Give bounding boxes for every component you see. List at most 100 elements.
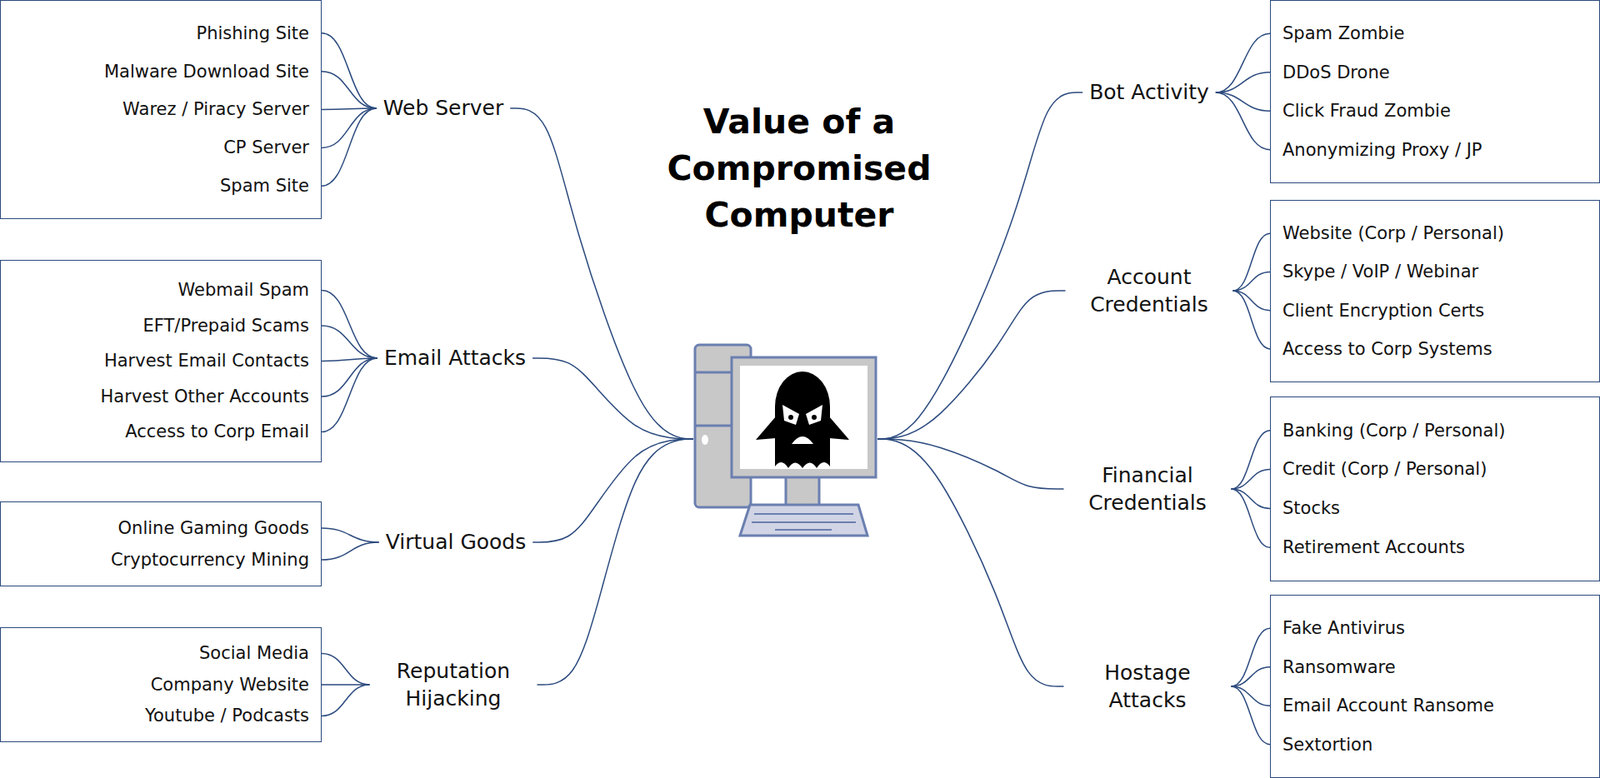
tower-line <box>695 371 732 375</box>
ghost-pupil <box>811 415 817 420</box>
bracket-line <box>1231 430 1271 490</box>
bracket-line <box>1215 33 1270 93</box>
list-item: Access to Corp Email <box>125 420 310 443</box>
bracket-line <box>1233 233 1271 291</box>
category-heading: Hostage Attacks <box>1070 660 1225 715</box>
bracket-line <box>1231 686 1271 706</box>
list-item: Client Encryption Certs <box>1282 300 1485 322</box>
bracket-line <box>1231 489 1271 548</box>
list-item: Spam Site <box>220 175 310 197</box>
list-box: Webmail SpamEFT/Prepaid ScamsHarvest Ema… <box>0 260 322 463</box>
list-item: Youtube / Podcasts <box>145 705 310 727</box>
category-heading: Account Credentials <box>1072 264 1227 319</box>
bracket-line <box>1231 667 1271 687</box>
list-item: Webmail Spam <box>178 279 310 301</box>
bracket-line <box>1215 72 1270 93</box>
leader-curve <box>877 439 1065 490</box>
list-box: Social MediaCompany WebsiteYoutube / Pod… <box>0 627 322 743</box>
list-item: Phishing Site <box>195 22 310 45</box>
category-heading: Reputation Hijacking <box>376 658 531 713</box>
list-item: Anonymizing Proxy / JP <box>1282 139 1483 161</box>
list-item: Retirement Accounts <box>1282 536 1465 559</box>
list-box: Banking (Corp / Personal) Credit (Corp / … <box>1270 396 1600 582</box>
leader-curve <box>877 290 1066 440</box>
ghost-mouth <box>791 436 814 445</box>
list-item: Cryptocurrency Mining <box>110 549 310 571</box>
bracket-line <box>1231 489 1271 509</box>
list-item: Harvest Email Contacts <box>104 350 310 372</box>
leader-curve <box>532 358 694 440</box>
bracket-line <box>321 685 370 717</box>
category-heading: Financial Credentials <box>1070 462 1225 517</box>
bracket-line <box>321 290 378 359</box>
list-item: Online Gaming Goods <box>118 517 310 540</box>
list-item: Company Website <box>150 674 310 696</box>
bracket-line <box>321 358 378 433</box>
bracket-line <box>321 33 377 109</box>
tower-line <box>695 425 732 428</box>
diagram-title: Value of a Compromised Computer <box>640 98 958 239</box>
ghost-eye <box>805 405 823 425</box>
bracket-line <box>321 528 380 543</box>
list-item: Skype / VoIP / Webinar <box>1282 260 1479 283</box>
bracket-line <box>1233 290 1271 350</box>
list-item: Access to Corp Systems <box>1282 338 1493 360</box>
leader-curve <box>510 108 694 440</box>
keyboard <box>740 505 868 536</box>
bracket-line <box>1231 470 1271 490</box>
bracket-line <box>321 325 378 359</box>
list-item: Harvest Other Accounts <box>100 385 310 408</box>
list-box: Online Gaming GoodsCryptocurrency Mining… <box>0 501 322 587</box>
bracket-line <box>1231 686 1271 745</box>
ghost-arm <box>829 416 850 440</box>
computer-illustration <box>695 345 876 536</box>
list-item: Stocks <box>1282 497 1340 520</box>
monitor <box>731 357 876 478</box>
ghost <box>775 371 830 469</box>
bracket-line <box>321 684 370 686</box>
list-item: Credit (Corp / Personal) <box>1282 458 1487 480</box>
bracket-line <box>321 653 370 685</box>
list-item: Spam Zombie <box>1282 22 1405 45</box>
list-box: Spam ZombieDDoS DroneClick Fraud ZombieA… <box>1270 0 1600 184</box>
bracket-line <box>1231 628 1271 687</box>
keyboard-line <box>775 529 832 531</box>
tower-light <box>701 435 709 445</box>
list-item: Sextortion <box>1282 734 1373 756</box>
list-item: Click Fraud Zombie <box>1282 100 1451 122</box>
category-heading: Email Attacks <box>384 345 526 373</box>
list-item: Website (Corp / Personal) <box>1282 222 1505 245</box>
list-item: Fake Antivirus <box>1282 617 1405 640</box>
bracket-line <box>1215 92 1270 111</box>
list-item: EFT/Prepaid Scams <box>143 315 310 337</box>
leader-curve <box>537 439 695 685</box>
bracket-line <box>321 542 380 560</box>
list-item: Malware Download Site <box>104 60 310 83</box>
list-box: Phishing SiteMalware Download SiteWarez … <box>0 0 322 220</box>
wires <box>321 33 1270 745</box>
screen <box>740 365 868 470</box>
bracket-line <box>321 108 377 148</box>
category-heading: Web Server <box>383 95 504 123</box>
leader-curve <box>877 92 1083 440</box>
list-item: Social Media <box>199 642 310 665</box>
ghost-eye <box>782 405 800 425</box>
list-item: Email Account Ransome <box>1282 695 1495 717</box>
bracket-line <box>1233 271 1271 291</box>
keyboard-line <box>754 513 854 515</box>
bracket-line <box>1233 290 1271 311</box>
list-box: Fake AntivirusRansomwareEmail Account Ra… <box>1270 595 1600 778</box>
list-item: Ransomware <box>1282 656 1396 679</box>
list-item: CP Server <box>223 136 310 159</box>
bracket-line <box>321 358 378 397</box>
list-item: Banking (Corp / Personal) <box>1282 420 1505 442</box>
list-item: DDoS Drone <box>1282 61 1390 84</box>
list-box: Website (Corp / Personal) Skype / VoIP / … <box>1270 200 1600 383</box>
keyboard-line <box>751 521 856 524</box>
leader-curve <box>532 439 694 543</box>
bracket-line <box>321 108 377 186</box>
bracket-line <box>1215 92 1270 150</box>
monitor-stand <box>785 475 820 507</box>
bracket-line <box>321 71 377 109</box>
